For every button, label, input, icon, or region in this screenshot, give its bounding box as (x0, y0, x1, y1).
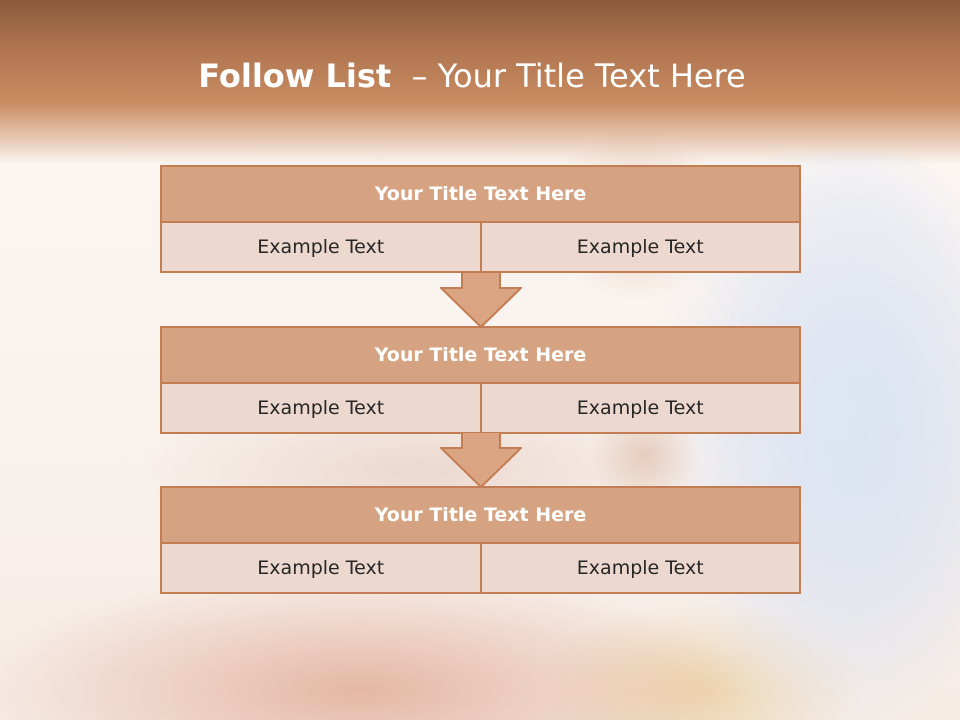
slide-title: Follow List – Your Title Text Here (0, 56, 944, 96)
block-cell-right: Example Text (481, 544, 801, 594)
flow-block-1: Your Title Text Here Example Text Exampl… (160, 165, 801, 273)
block-cell-left: Example Text (160, 544, 482, 594)
block-cell-right: Example Text (481, 384, 801, 434)
block-heading: Your Title Text Here (160, 326, 801, 384)
slide-title-rest: – Your Title Text Here (391, 57, 746, 95)
flow-block-2: Your Title Text Here Example Text Exampl… (160, 326, 801, 434)
block-row: Example Text Example Text (160, 384, 801, 434)
block-cell-left: Example Text (160, 223, 482, 273)
flow-block-3: Your Title Text Here Example Text Exampl… (160, 486, 801, 594)
header-band (0, 0, 960, 165)
down-arrow-icon (440, 272, 522, 328)
block-heading: Your Title Text Here (160, 165, 801, 223)
block-row: Example Text Example Text (160, 223, 801, 273)
down-arrow-icon (440, 432, 522, 488)
block-heading: Your Title Text Here (160, 486, 801, 544)
slide-title-strong: Follow List (198, 57, 392, 95)
block-cell-left: Example Text (160, 384, 482, 434)
block-cell-right: Example Text (481, 223, 801, 273)
block-row: Example Text Example Text (160, 544, 801, 594)
